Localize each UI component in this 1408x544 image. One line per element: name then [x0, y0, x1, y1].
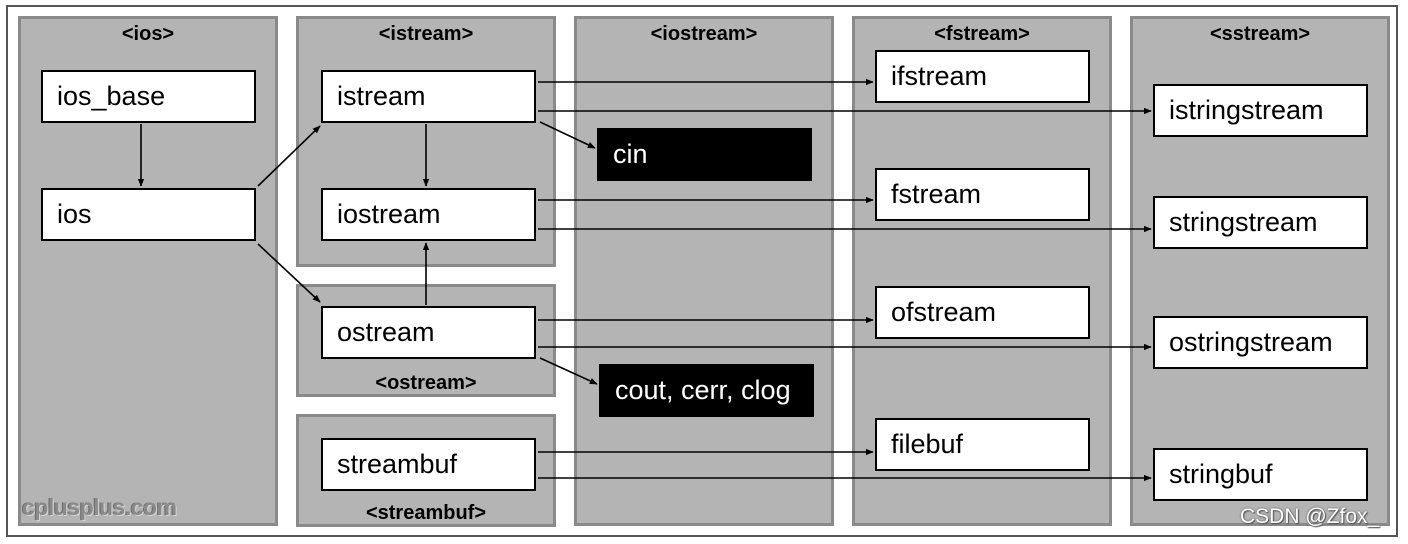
arrow-ostream-to-cout: [539, 357, 598, 385]
class-ifstream: ifstream: [875, 50, 1090, 103]
class-ios: ios: [41, 188, 256, 241]
class-stringstream: stringstream: [1153, 196, 1368, 249]
class-ostream: ostream: [321, 306, 536, 359]
panel-title-streambuf: <streambuf>: [365, 502, 487, 524]
panel-title-fstream: <fstream>: [934, 23, 1030, 45]
arrow-ios-to-ostream: [257, 243, 321, 303]
class-streambuf: streambuf: [321, 438, 536, 491]
class-istringstream: istringstream: [1153, 84, 1368, 137]
class-ofstream: ofstream: [875, 286, 1090, 339]
panel-title-ios: <ios>: [121, 23, 175, 45]
panel-title-sstream: <sstream>: [1209, 23, 1311, 45]
class-istream: istream: [321, 70, 536, 123]
cplusplus-watermark: cplusplus.com: [22, 494, 177, 520]
class-filebuf: filebuf: [875, 418, 1090, 471]
class-ostringstream: ostringstream: [1153, 316, 1368, 369]
object-cin: cin: [597, 128, 812, 181]
panel-title-iostream: <iostream>: [650, 23, 758, 45]
class-iostream: iostream: [321, 188, 536, 241]
panel-title-istream: <istream>: [378, 23, 474, 45]
class-ios-base: ios_base: [41, 70, 256, 123]
arrow-istream-to-cin: [539, 121, 596, 149]
panel-iostream: <iostream>: [574, 16, 834, 526]
class-stringbuf: stringbuf: [1153, 448, 1368, 501]
arrow-ios-to-istream: [257, 125, 321, 187]
panel-title-ostream: <ostream>: [375, 372, 477, 394]
object-cout-cerr-clog: cout, cerr, clog: [599, 364, 814, 417]
csdn-credit-watermark: CSDN @Zfox_: [1240, 505, 1380, 528]
class-fstream: fstream: [875, 168, 1090, 221]
